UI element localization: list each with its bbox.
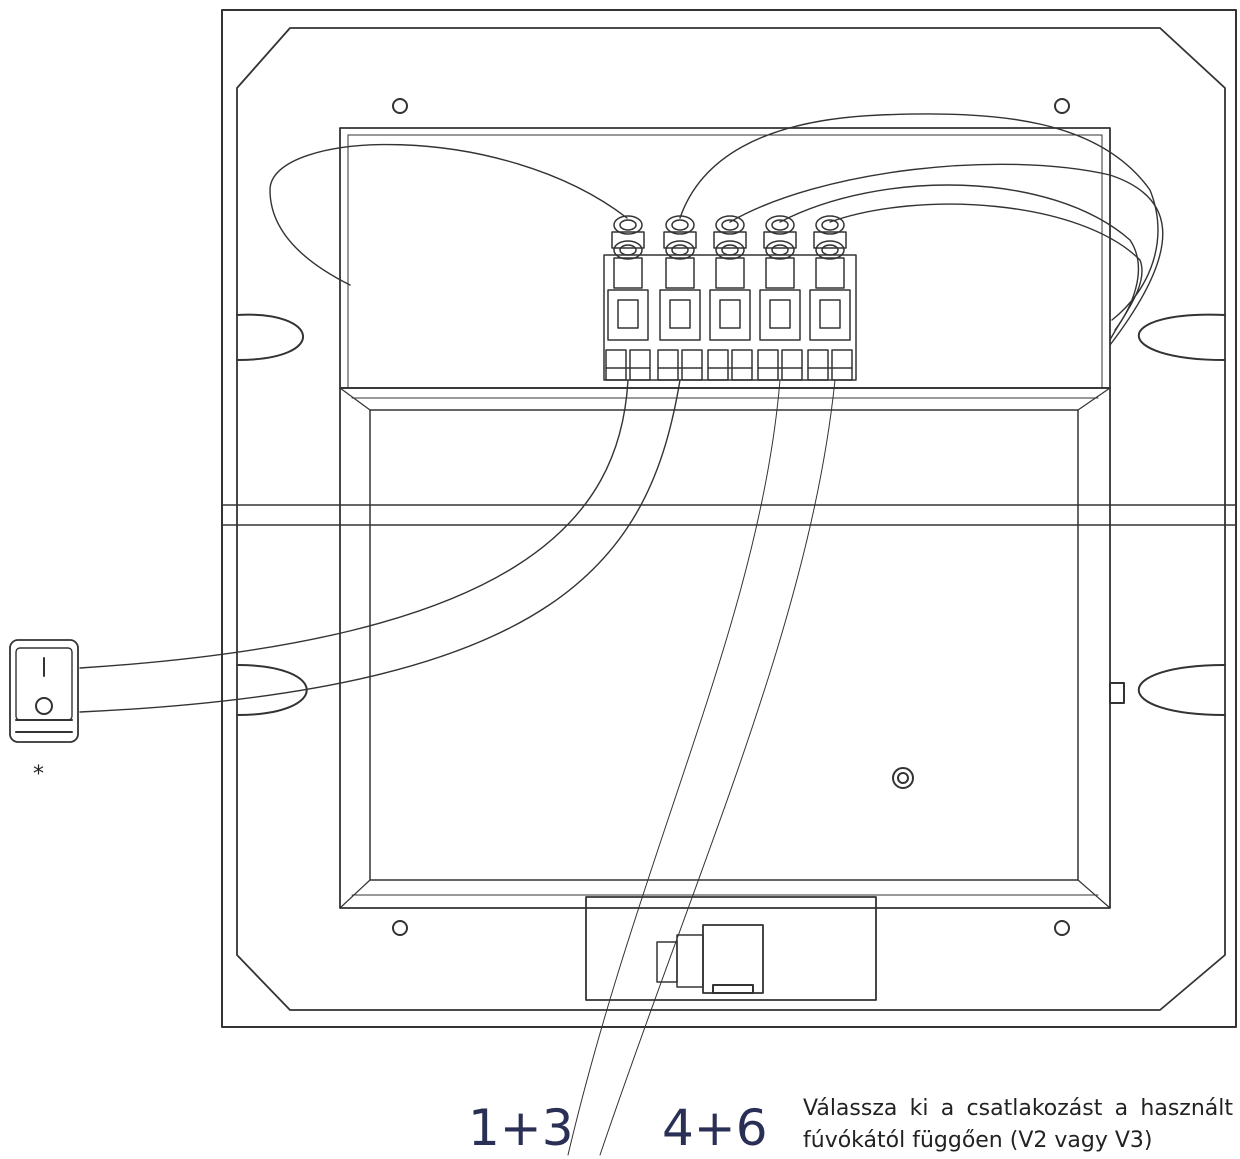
bottom-housing xyxy=(585,896,877,1001)
switch-off-symbol xyxy=(35,697,53,715)
terminal-1 xyxy=(605,215,651,381)
switch-marker: * xyxy=(33,762,44,787)
rocker-switch xyxy=(9,639,79,743)
tray-inner xyxy=(369,409,1079,881)
right-latch xyxy=(1109,682,1125,704)
terminal-block xyxy=(603,215,857,381)
terminal-2 xyxy=(657,215,703,381)
note-line-2: fúvókától függően (V2 vagy V3) xyxy=(803,1128,1153,1153)
enclosure-outline xyxy=(221,9,1237,1028)
connector-label-4-6: 4+6 xyxy=(662,1099,768,1157)
connector-note: Válassza ki a csatlakozást a használt fú… xyxy=(803,1093,1233,1157)
wire-4-6 xyxy=(599,379,836,1156)
terminal-5 xyxy=(807,215,853,381)
bottom-connector xyxy=(702,924,764,994)
note-line-1: Válassza ki a csatlakozást a használt xyxy=(803,1096,1233,1121)
right-notch-bottom xyxy=(1138,664,1226,716)
right-notch-top xyxy=(1138,313,1226,361)
inner-plate xyxy=(236,27,1226,1011)
left-notch-top xyxy=(236,313,304,361)
mount-hole-bottom-right xyxy=(1054,920,1070,936)
wire-to-switch-bottom xyxy=(79,379,681,713)
connector-label-1-3: 1+3 xyxy=(468,1099,574,1157)
wire-to-switch-top xyxy=(79,379,629,669)
left-notch-bottom xyxy=(236,664,308,716)
wire-1-3 xyxy=(567,379,781,1156)
terminal-4 xyxy=(757,215,803,381)
mount-hole-bottom-left xyxy=(392,920,408,936)
tray-screw xyxy=(892,767,914,789)
tray-outer xyxy=(339,387,1111,909)
terminal-3 xyxy=(707,215,753,381)
mount-hole-top-left xyxy=(392,98,408,114)
wires xyxy=(79,113,1164,1156)
mount-hole-top-right xyxy=(1054,98,1070,114)
